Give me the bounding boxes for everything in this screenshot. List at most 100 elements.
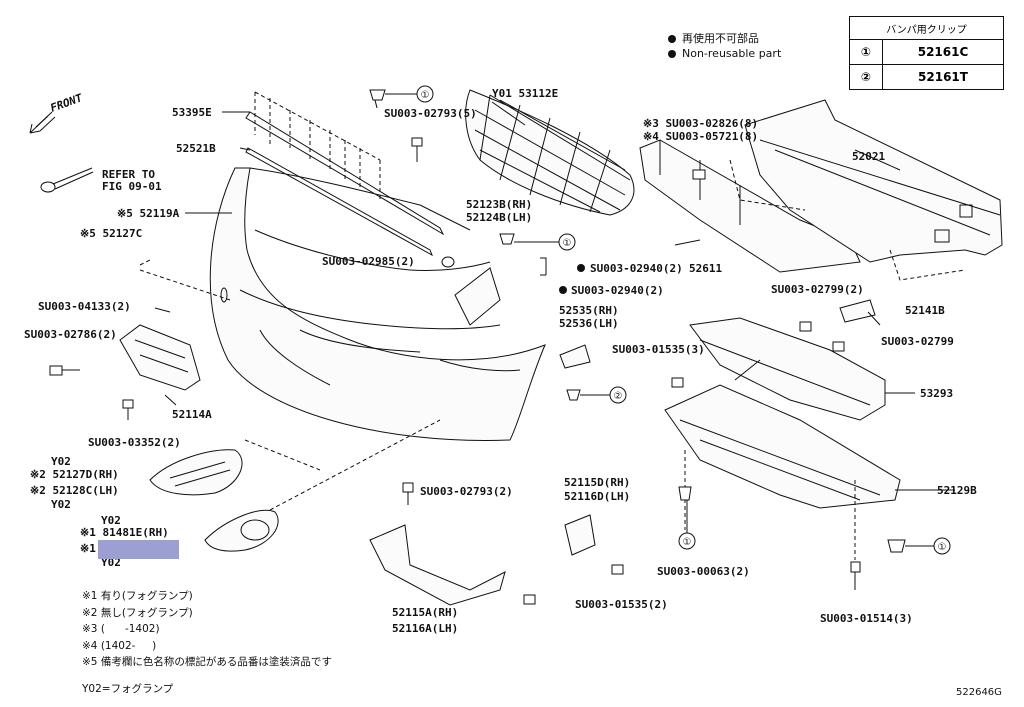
part-label: ※5 52119A bbox=[117, 207, 180, 220]
callout-1: ① bbox=[421, 90, 430, 101]
part-label: SU003-02793(2) bbox=[420, 485, 513, 498]
clip-icon bbox=[441, 256, 455, 268]
part-label: ※5 52127C bbox=[80, 227, 142, 240]
part-label: 52129B bbox=[937, 484, 977, 497]
callout-1: ① bbox=[938, 542, 947, 553]
redaction-box bbox=[98, 540, 179, 559]
part-label: SU003-02793(5) bbox=[384, 107, 477, 120]
part-label: SU003-04133(2) bbox=[38, 300, 131, 313]
lower-stay-drawing bbox=[369, 524, 506, 606]
bolt-icon bbox=[402, 482, 414, 505]
part-label: SU003-00063(2) bbox=[657, 565, 750, 578]
bolt-icon bbox=[692, 169, 706, 180]
lower-bracket-drawing bbox=[119, 324, 201, 391]
part-label: SU003-01514(3) bbox=[820, 612, 913, 625]
part-label: 52521B bbox=[176, 142, 216, 155]
part-label: ※1 81481E(RH) bbox=[80, 526, 169, 539]
bracket-drawing bbox=[839, 299, 876, 323]
fog-cover-drawing bbox=[149, 449, 243, 496]
part-label: Y02 bbox=[101, 556, 121, 569]
part-label: Y01 53112E bbox=[492, 87, 558, 100]
clip-icon bbox=[499, 233, 515, 245]
bolt-icon bbox=[799, 321, 812, 332]
part-label: SU003-02799 bbox=[881, 335, 954, 348]
part-label: SU003-02985(2) bbox=[322, 255, 415, 268]
front-label: FRONT bbox=[49, 91, 85, 115]
refer-line1: REFER TO bbox=[102, 168, 155, 181]
refer-line2: FIG 09-01 bbox=[102, 180, 162, 193]
part-label: SU003-02940(2) bbox=[571, 284, 664, 297]
part-label: 52115D(RH) bbox=[564, 476, 630, 489]
clip-icon bbox=[887, 539, 906, 553]
callout-1: ① bbox=[563, 238, 572, 249]
bolt-icon bbox=[411, 137, 423, 162]
part-label: Y02 bbox=[51, 455, 71, 468]
small-bracket-drawing bbox=[559, 344, 591, 369]
bolt-icon bbox=[611, 564, 624, 575]
clip-icon bbox=[678, 486, 692, 501]
part-label: ※2 52128C(LH) bbox=[30, 484, 119, 497]
undercover-drawing bbox=[664, 384, 901, 509]
part-label: 52535(RH) bbox=[559, 304, 619, 317]
footnote: ※4 (1402- ) bbox=[82, 639, 157, 652]
beam-drawing bbox=[729, 99, 1003, 281]
seal-strip-drawing bbox=[245, 147, 433, 257]
part-label: ※2 52127D(RH) bbox=[30, 468, 119, 481]
part-label: 52115A(RH) bbox=[392, 606, 458, 619]
part-label: SU003-02786(2) bbox=[24, 328, 117, 341]
part-label: 52123B(RH) bbox=[466, 198, 532, 211]
bolt-icon bbox=[540, 257, 547, 276]
retainer-drawing bbox=[564, 514, 596, 556]
bolt-icon bbox=[850, 561, 861, 590]
clip-mark: ① bbox=[849, 39, 883, 65]
part-label: SU003-02799(2) bbox=[771, 283, 864, 296]
part-label: 52124B(LH) bbox=[466, 211, 532, 224]
clip-icon bbox=[566, 389, 581, 401]
part-label: 52116A(LH) bbox=[392, 622, 458, 635]
callout-2: ② bbox=[614, 391, 623, 402]
refer-part-icon bbox=[40, 167, 94, 193]
part-label: ※1 bbox=[80, 542, 96, 555]
footnote: ※5 備考欄に色名称の標記がある品番は塗装済品です bbox=[82, 656, 332, 668]
part-label: SU003-03352(2) bbox=[88, 436, 181, 449]
grille-drawing bbox=[465, 89, 635, 216]
bullet-icon bbox=[668, 50, 676, 58]
bullet-icon bbox=[668, 35, 676, 43]
footnote: ※1 有り(フォグランプ) bbox=[82, 590, 193, 602]
part-label: 52116D(LH) bbox=[564, 490, 630, 503]
bolt-icon bbox=[523, 594, 536, 605]
footnotes: ※1 有り(フォグランプ) ※2 無し(フォグランプ) ※3 ( -1402) … bbox=[82, 588, 332, 671]
footnote: ※3 ( -1402) bbox=[82, 623, 160, 635]
clip-mark: ② bbox=[849, 64, 883, 90]
front-arrow-icon bbox=[29, 111, 56, 134]
nonreusable-jp: 再使用不可部品 bbox=[682, 32, 759, 45]
part-label: 52141B bbox=[905, 304, 945, 317]
part-label: 53395E bbox=[172, 106, 212, 119]
clip-part: 52161C bbox=[882, 39, 1004, 65]
bolt-icon bbox=[832, 341, 845, 352]
figure-number: 522646G bbox=[956, 687, 1002, 698]
part-label: SU003-01535(2) bbox=[575, 598, 668, 611]
clip-part: 52161T bbox=[882, 64, 1004, 90]
part-label: 52536(LH) bbox=[559, 317, 619, 330]
legend-key: 再使用不可部品 Non-reusable part bbox=[668, 31, 781, 61]
trim-strip-drawing bbox=[245, 111, 445, 236]
part-label: 52611 bbox=[689, 262, 722, 275]
part-label: SU003-01535(3) bbox=[612, 343, 705, 356]
clip-icon bbox=[369, 89, 386, 109]
footnote: ※2 無し(フォグランプ) bbox=[82, 606, 193, 619]
part-label: ※3 SU003-02826(8) bbox=[643, 117, 758, 130]
part-label: 52114A bbox=[172, 408, 212, 421]
part-label: Y02 bbox=[51, 498, 71, 511]
part-label: 52021 bbox=[852, 150, 885, 163]
callout-1: ① bbox=[683, 537, 692, 548]
clip-table: バンパ用クリップ ① 52161C ② 52161T bbox=[849, 16, 1004, 90]
bolt-icon bbox=[671, 377, 684, 388]
fog-lamp-drawing bbox=[204, 509, 279, 552]
bolt-icon bbox=[49, 365, 80, 376]
bolt-icon bbox=[122, 399, 134, 420]
part-label: SU003-02940(2) bbox=[590, 262, 683, 275]
side-bracket-drawing bbox=[454, 267, 501, 326]
